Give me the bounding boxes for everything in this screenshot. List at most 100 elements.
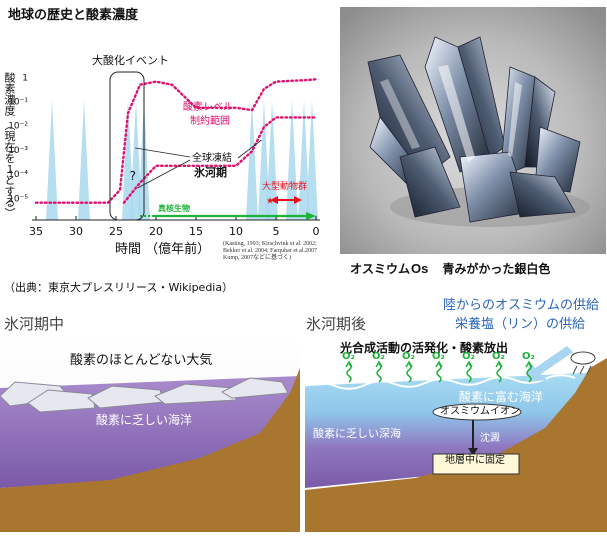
osmium-ion-ellipse (432, 403, 522, 421)
glacial-ocean-label: 酸素に乏しい海洋 (96, 413, 193, 427)
snowball-leader (237, 139, 262, 159)
caption-prefix: オスミウム (350, 262, 411, 276)
chart-title: 地球の歴史と酸素濃度 (8, 8, 139, 23)
oxygen-wave-arrowhead (495, 360, 503, 368)
glacial-period-label: 氷河期 (194, 165, 227, 179)
caption-description: 青みがかった銀白色 (442, 262, 551, 276)
oxygen-release-waves (345, 360, 533, 383)
citation-line: Kump, 2007などに基づく) (223, 255, 291, 261)
glaciation-spike (246, 100, 258, 220)
oxygen-wave-arrowhead (345, 360, 353, 368)
eukaryote-arrow-head (306, 212, 316, 220)
oxygen-history-chart: 35 30 25 20 15 10 5 0 1 10⁻¹ 10⁻² 10⁻³ 10⁻⁴ 10⁻⁵ 大酸化イ… (8, 53, 320, 238)
constraint-range-label: 制約範囲 (190, 114, 230, 127)
o2-label: O₂ (432, 351, 445, 362)
x-tick-label: 25 (109, 225, 123, 238)
glacial-period-diagram (0, 338, 300, 532)
o2-label: O₂ (402, 351, 415, 362)
deep-sea-label: 酸素に乏しい深海 (313, 427, 401, 440)
y-tick-label: 10⁻⁵ (8, 194, 28, 204)
y-tick-label: 10⁻⁴ (8, 170, 28, 180)
oxygen-level-label: 酸素レベル (183, 100, 233, 113)
photo-caption: オスミウムOs 青みがかった銀白色 (350, 262, 550, 275)
o2-label: O₂ (342, 351, 355, 362)
o2-label: O₂ (372, 351, 385, 362)
y-tick-label: 1 (22, 73, 28, 83)
x-tick-label: 5 (273, 225, 280, 238)
postglacial-heading: 氷河期後 (306, 315, 367, 333)
seafloor (0, 368, 300, 532)
oxygen-wave (466, 363, 472, 383)
animal-arrow-tail (270, 196, 278, 204)
glaciation-spike (286, 100, 298, 220)
oxygen-wave-arrowhead (375, 360, 383, 368)
glaciation-spike (78, 100, 90, 220)
oxygen-wave-arrowhead (465, 360, 473, 368)
supply-line-phosphorus: 栄養塩（リン）の供給 (455, 317, 586, 332)
question-mark: ? (130, 169, 136, 183)
o2-label: O₂ (462, 351, 475, 362)
supply-arrow-icon (527, 346, 573, 382)
glaciation-spike (46, 100, 58, 220)
x-tick-label: 20 (149, 225, 163, 238)
fixed-in-strata-label: 地層中に固定 (445, 455, 505, 466)
osmium-crystal-photo (340, 7, 606, 254)
glacial-atmosphere-label: 酸素のほとんどない大気 (70, 353, 213, 368)
animal-star-icon: ★ (266, 197, 274, 207)
animal-arrow-head (294, 196, 302, 204)
o2-label: O₂ (492, 351, 505, 362)
oxygen-constraint-curve (34, 78, 318, 204)
oxygen-wave (406, 363, 412, 383)
x-tick-label: 0 (313, 225, 320, 238)
sedimentation-arrow (468, 420, 478, 456)
oxygen-wave (526, 363, 532, 383)
x-axis-label: 時間 （億年前） (115, 242, 211, 257)
oxygen-constraint-curve (122, 116, 318, 204)
citation-line: Bekker et al. 2004; Farquhar et al.2007 (223, 248, 317, 254)
oxygen-wave-arrowhead (435, 360, 443, 368)
oxygen-wave (376, 363, 382, 383)
o2-label: O₂ (522, 351, 535, 362)
oxygen-wave (496, 363, 502, 383)
oxygen-wave (436, 363, 442, 383)
x-tick-label: 35 (29, 225, 43, 238)
snowball-earth-label: 全球凍結 (192, 151, 232, 164)
strata-box (432, 453, 520, 475)
osmium-ion-label: オスミウムイオン (440, 406, 520, 417)
oxygen-wave-arrowhead (405, 360, 413, 368)
photosynthesis-label: 光合成活動の活発化・酸素放出 (340, 341, 509, 355)
oxygen-rich-ocean-label: 酸素に富む海洋 (459, 390, 544, 404)
oxygen-wave (346, 363, 352, 383)
glaciation-spike (298, 100, 310, 220)
citation-line: (Kasting, 1993; Kirschvink et al. 2002; (223, 241, 317, 247)
y-tick-label: 10⁻² (8, 122, 28, 132)
y-axis-label: 酸素濃度 （現在を１とする） (3, 72, 16, 219)
x-tick-label: 15 (189, 225, 203, 238)
x-tick-label: 10 (229, 225, 243, 238)
oxygen-wave-arrowhead (525, 360, 533, 368)
rain-cloud-icon (570, 351, 596, 375)
y-tick-label: 10⁻³ (8, 146, 28, 156)
great-oxidation-label: 大酸化イベント (92, 53, 169, 67)
glacial-heading: 氷河期中 (4, 315, 65, 333)
postglacial-period-diagram (305, 338, 607, 532)
ice-sheets (0, 377, 289, 413)
caption-symbol: Os (411, 261, 429, 276)
glaciation-spike (258, 100, 270, 220)
crystal-cluster (367, 36, 581, 223)
seafloor-right (305, 358, 607, 532)
glaciation-spike (266, 100, 278, 220)
sedimentation-label: 沈澱 (480, 433, 500, 444)
citation: (Kasting, 1993; Kirschvink et al. 2002; … (223, 241, 317, 262)
glaciation-spike (306, 100, 318, 220)
great-oxidation-box (109, 71, 145, 221)
source-note: （出典：東京大プレスリリース・Wikipedia） (4, 281, 234, 294)
glaciation-spike (122, 100, 134, 220)
x-tick-label: 30 (69, 225, 83, 238)
snowball-leader (135, 147, 191, 158)
large-animals-label: 大型動物群 (262, 180, 307, 192)
snowball-leader (137, 159, 191, 189)
eukaryote-label: 真核生物 (158, 203, 190, 213)
y-tick-label: 10⁻¹ (8, 97, 28, 107)
supply-line-osmium: 陸からのオスミウムの供給 (443, 298, 600, 313)
